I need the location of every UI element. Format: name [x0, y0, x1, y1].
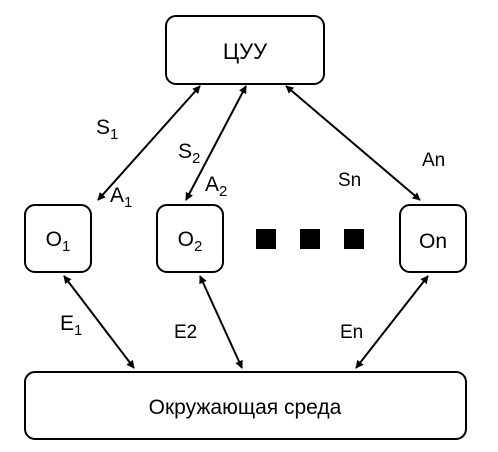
ellipsis-dot-3	[344, 229, 364, 249]
object-node-n	[399, 204, 467, 273]
edge-label-an: An	[422, 150, 445, 171]
object-node-2-label: O2	[178, 228, 203, 255]
edge-center-on	[285, 85, 421, 201]
edge-on-environment	[355, 275, 429, 369]
edge-o2-environment	[199, 275, 243, 369]
object-node-2	[156, 204, 224, 273]
ellipsis-dot-2	[300, 229, 320, 249]
edge-label-sn: Sn	[338, 170, 361, 191]
center-node	[165, 15, 325, 85]
edge-label-e1: E1	[60, 312, 82, 339]
object-node-1	[24, 204, 92, 273]
edge-label-a1: A1	[110, 184, 132, 211]
object-node-1-label: O1	[46, 228, 71, 255]
edge-label-e2: E2	[174, 322, 197, 343]
object-node-n-label: On	[419, 230, 447, 253]
environment-node-label: Окружающая среда	[149, 396, 342, 419]
edge-center-o2	[185, 85, 247, 201]
edge-o1-environment	[63, 275, 135, 369]
edge-label-en: En	[340, 322, 363, 343]
ellipsis-dot-1	[256, 229, 276, 249]
edge-label-s2: S2	[178, 140, 200, 167]
edge-label-s1: S1	[96, 116, 118, 143]
environment-node	[24, 371, 467, 440]
edge-center-o1	[97, 85, 201, 201]
center-node-label: ЦУУ	[223, 39, 268, 64]
edge-label-a2: A2	[205, 173, 227, 200]
